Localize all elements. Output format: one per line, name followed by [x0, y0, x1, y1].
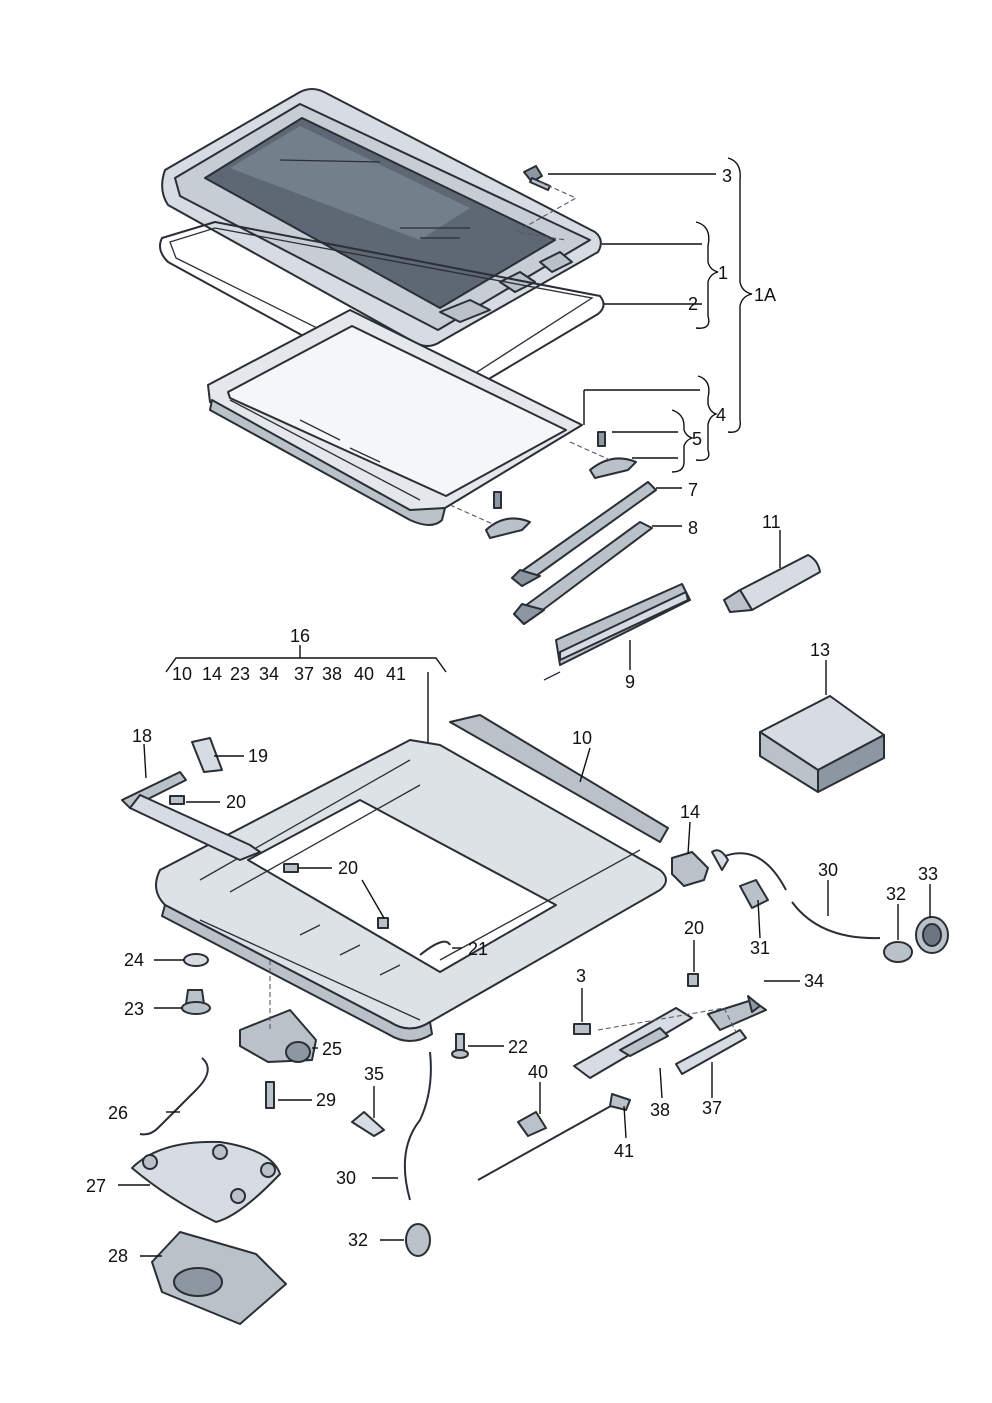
cover-27	[131, 1140, 281, 1223]
callout-10: 10	[572, 728, 592, 748]
callout-32: 32	[886, 884, 906, 904]
callout-37: 37	[702, 1098, 722, 1118]
clip-35	[351, 1111, 385, 1137]
callout-24: 24	[124, 950, 144, 970]
screw-29	[265, 1081, 275, 1109]
clip-40	[517, 1111, 547, 1137]
bracket-34	[707, 995, 767, 1031]
guide-clip-left	[485, 491, 531, 539]
screw-22	[451, 1033, 469, 1059]
callout-22: 22	[508, 1037, 528, 1057]
hose-clip-31	[739, 879, 769, 909]
callout-1a: 1A	[754, 285, 776, 305]
wind-deflector-9	[543, 583, 691, 681]
screw-3-bottom	[573, 1023, 591, 1035]
guide-rail-7	[511, 481, 657, 587]
callout-27: 27	[86, 1176, 106, 1196]
cable-26	[139, 1057, 209, 1136]
callout-23: 23	[124, 999, 144, 1019]
callout-19: 19	[248, 746, 268, 766]
washer-24	[183, 953, 209, 967]
callout-32: 32	[348, 1230, 368, 1250]
callout-20: 20	[684, 918, 704, 938]
group-16-member: 23	[230, 664, 250, 684]
valve-32-bottom	[405, 1223, 431, 1257]
clip-19	[191, 737, 223, 773]
callout-28: 28	[108, 1246, 128, 1266]
inner-frame	[207, 309, 583, 526]
callout-2: 2	[688, 294, 698, 314]
glass-panel	[161, 88, 602, 347]
callout-9: 9	[625, 672, 635, 692]
bracket-38	[573, 1007, 693, 1079]
callout-35: 35	[364, 1064, 384, 1084]
callout-labels: 3 1 1A 2 4 5 7 8 11 9 13 16 10 14 23 34 …	[86, 166, 938, 1266]
guide-rail-8	[513, 521, 653, 625]
callout-1: 1	[718, 263, 728, 283]
callout-16: 16	[290, 626, 310, 646]
cable-21	[419, 940, 451, 956]
callout-11: 11	[762, 512, 781, 532]
group-16-member: 37	[294, 664, 314, 684]
callout-3: 3	[576, 966, 586, 986]
callout-34: 34	[804, 971, 824, 991]
bracket-14	[671, 851, 709, 887]
box-13	[759, 695, 885, 793]
pad-20d	[687, 973, 699, 987]
callout-8: 8	[688, 518, 698, 538]
callout-21: 21	[468, 939, 488, 959]
screw-23	[181, 989, 211, 1015]
group-16-member: 14	[202, 664, 222, 684]
pad-20a	[169, 795, 185, 805]
callout-13: 13	[810, 640, 830, 660]
cable-41	[477, 1093, 631, 1181]
motor-25	[239, 1009, 317, 1063]
callout-20: 20	[226, 792, 246, 812]
callout-38: 38	[650, 1100, 670, 1120]
leader-lines	[118, 157, 931, 1257]
housing-28	[151, 1231, 287, 1325]
callout-31: 31	[750, 938, 770, 958]
callout-26: 26	[108, 1103, 128, 1123]
group-16-member: 10	[172, 664, 192, 684]
callout-30: 30	[336, 1168, 356, 1188]
callout-29: 29	[316, 1090, 336, 1110]
drain-hose-front	[403, 1051, 432, 1201]
guide-clip-right	[589, 431, 637, 479]
callout-25: 25	[322, 1039, 342, 1059]
rear-cross-member-10	[449, 714, 669, 843]
callout-20: 20	[338, 858, 358, 878]
callout-14: 14	[680, 802, 700, 822]
callout-18: 18	[132, 726, 152, 746]
group-16-member: 41	[386, 664, 406, 684]
group-16-member: 34	[259, 664, 279, 684]
callout-33: 33	[918, 864, 938, 884]
bracket-37	[675, 1029, 747, 1075]
callout-4: 4	[716, 405, 726, 425]
sunroof-frame	[155, 739, 667, 1042]
drain-hose-right	[711, 849, 881, 940]
grease-tube-11	[723, 554, 821, 613]
front-rail-18	[121, 771, 261, 861]
pad-20c	[377, 917, 389, 929]
group-16-member-list: 10 14 23 34 37 38 40 41	[172, 664, 406, 684]
grommet-33	[915, 916, 949, 954]
callout-41: 41	[614, 1141, 634, 1161]
callout-5: 5	[692, 429, 702, 449]
group-16-member: 40	[354, 664, 374, 684]
callout-40: 40	[528, 1062, 548, 1082]
callout-3-top: 3	[722, 166, 732, 186]
panel-screw	[523, 165, 551, 191]
group-16-member: 38	[322, 664, 342, 684]
callout-7: 7	[688, 480, 698, 500]
valve-32-right	[883, 941, 913, 963]
callout-30: 30	[818, 860, 838, 880]
pad-20b	[283, 863, 299, 873]
